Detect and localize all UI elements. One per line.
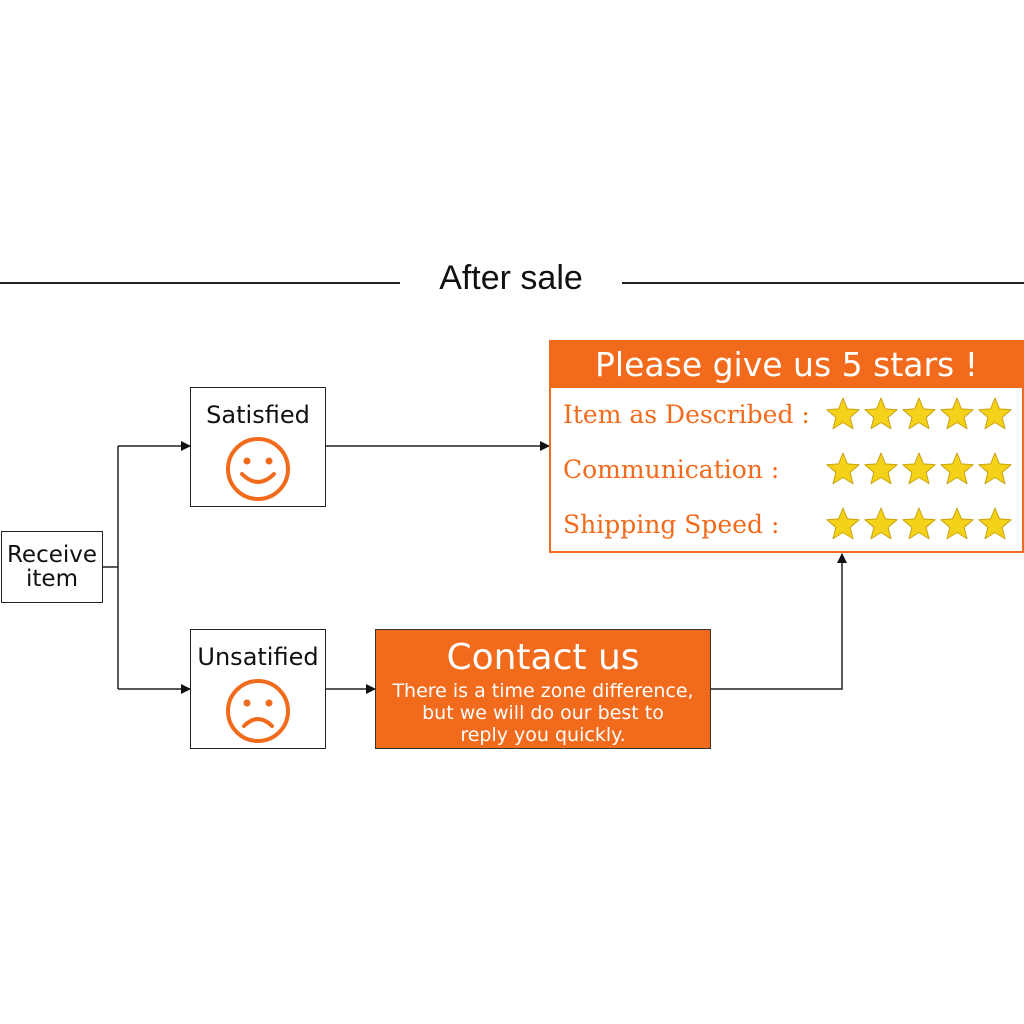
header-rule-right bbox=[622, 282, 1024, 284]
star-icon bbox=[864, 397, 898, 430]
star-rating bbox=[825, 451, 1013, 487]
star-icon bbox=[902, 507, 936, 540]
rating-title: Please give us 5 stars ! bbox=[551, 342, 1022, 388]
rating-row-shipping-speed: Shipping Speed : bbox=[563, 504, 1014, 544]
satisfied-box: Satisfied bbox=[190, 387, 326, 507]
receive-item-label-line1: Receive bbox=[6, 542, 98, 568]
rating-row-item-described: Item as Described : bbox=[563, 394, 1014, 434]
section-title: After sale bbox=[439, 259, 583, 297]
smiley-face-icon bbox=[226, 437, 290, 501]
contact-us-box: Contact us There is a time zone differen… bbox=[375, 629, 711, 749]
rating-row-communication: Communication : bbox=[563, 449, 1014, 489]
header-rule-left bbox=[0, 282, 400, 284]
receive-item-label-line2: item bbox=[26, 566, 78, 592]
star-rating bbox=[825, 396, 1013, 432]
star-icon bbox=[826, 507, 860, 540]
star-icon bbox=[978, 452, 1012, 485]
rating-panel: Please give us 5 stars ! Item as Describ… bbox=[549, 340, 1024, 553]
star-rating bbox=[825, 506, 1013, 542]
rating-label: Communication : bbox=[563, 454, 780, 484]
unsatisfied-box: Unsatified bbox=[190, 629, 326, 749]
contact-us-line1: There is a time zone difference, bbox=[392, 680, 694, 702]
star-icon bbox=[864, 452, 898, 485]
star-icon bbox=[826, 397, 860, 430]
star-icon bbox=[826, 452, 860, 485]
star-icon bbox=[864, 507, 898, 540]
star-icon bbox=[940, 452, 974, 485]
rating-label: Item as Described : bbox=[563, 399, 810, 429]
connector-contact-to-rating bbox=[711, 553, 847, 690]
star-icon bbox=[978, 507, 1012, 540]
contact-us-title: Contact us bbox=[446, 637, 640, 678]
contact-us-line2: but we will do our best to bbox=[422, 702, 664, 724]
satisfied-label: Satisfied bbox=[206, 401, 310, 429]
receive-item-box: Receive item bbox=[1, 531, 103, 603]
star-icon bbox=[902, 397, 936, 430]
star-icon bbox=[902, 452, 936, 485]
sad-face-icon bbox=[226, 679, 290, 743]
star-icon bbox=[940, 507, 974, 540]
rating-label: Shipping Speed : bbox=[563, 509, 780, 539]
unsatisfied-label: Unsatified bbox=[197, 643, 319, 671]
contact-us-line3: reply you quickly. bbox=[460, 724, 626, 746]
star-icon bbox=[940, 397, 974, 430]
star-icon bbox=[978, 397, 1012, 430]
